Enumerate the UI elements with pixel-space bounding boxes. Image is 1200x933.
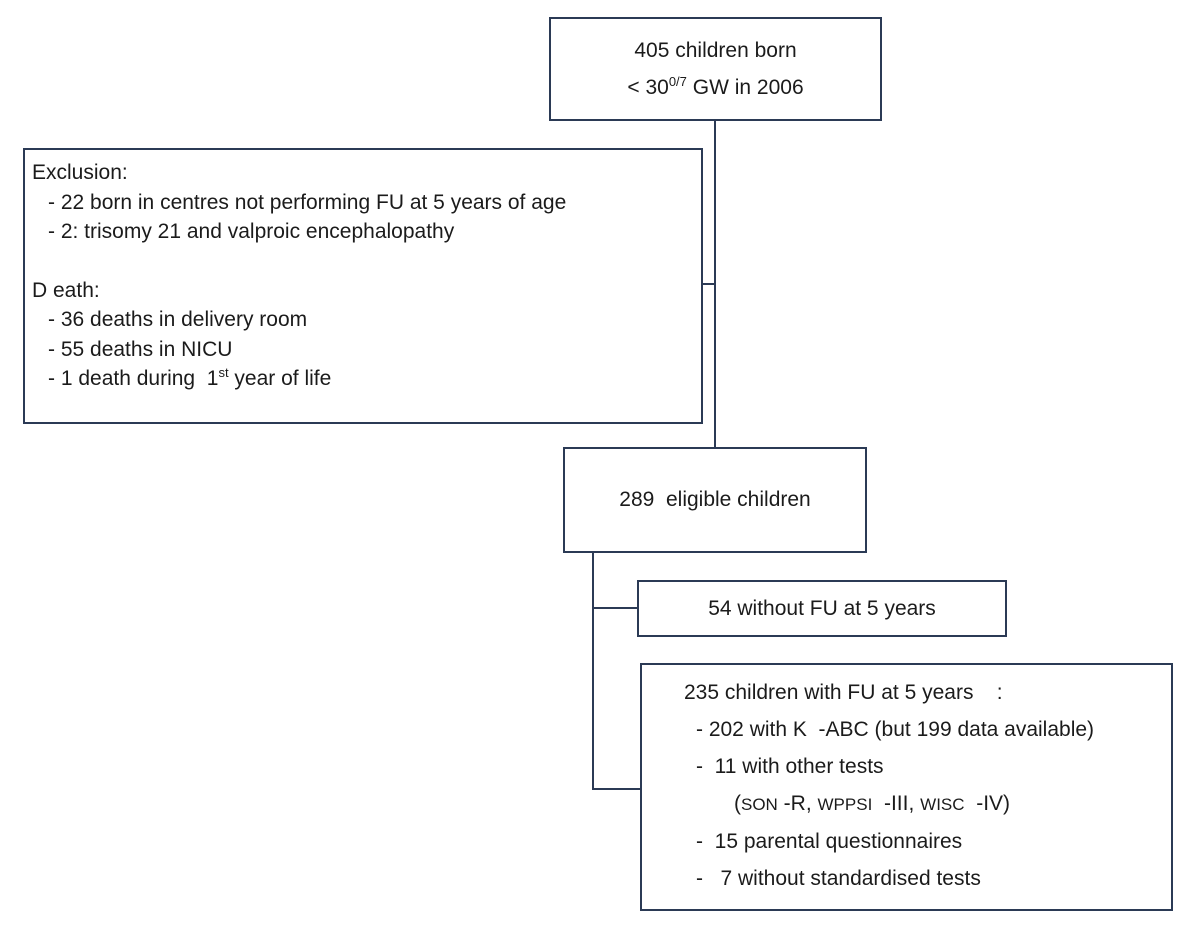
connector-without-fu-stub bbox=[594, 607, 638, 609]
born-line2-prefix: < 30 bbox=[627, 76, 669, 99]
connector-with-fu-stub bbox=[594, 788, 641, 790]
without-fu-label: 54 without FU at 5 years bbox=[708, 596, 936, 620]
death-item-last: - 1 death during 1st year of life bbox=[48, 364, 691, 394]
death-item: - 55 deaths in NICU bbox=[48, 337, 233, 361]
death-last-prefix: - 1 death during 1 bbox=[48, 367, 219, 390]
with-fu-item-no-tests: - 7 without standardised tests bbox=[696, 867, 981, 890]
box-exclusion-death: Exclusion: - 22 born in centres not perf… bbox=[23, 148, 703, 424]
connector-exclusion-stub bbox=[702, 283, 715, 285]
with-fu-title: 235 children with FU at 5 years : bbox=[684, 681, 1003, 704]
tests-p1: ( bbox=[734, 792, 741, 815]
gw-superscript: 0/7 bbox=[668, 74, 687, 89]
tests-p2: -R, bbox=[777, 792, 818, 815]
death-heading: D eath: bbox=[32, 278, 100, 302]
box-with-fu: 235 children with FU at 5 years : - 202 … bbox=[640, 663, 1173, 911]
death-item: - 36 deaths in delivery room bbox=[48, 308, 308, 331]
death-last-suffix: year of life bbox=[228, 367, 332, 390]
tests-p3: -III, bbox=[872, 792, 921, 815]
box-eligible-children: 289 eligible children bbox=[563, 447, 867, 553]
first-superscript: st bbox=[218, 365, 229, 380]
with-fu-item-other-tests: - 11 with other tests bbox=[696, 755, 884, 778]
born-line2: < 300/7 GW in 2006 bbox=[627, 69, 803, 106]
spacer bbox=[32, 247, 691, 276]
with-fu-item-kabc: - 202 with K -ABC (but 199 data availabl… bbox=[696, 718, 1095, 741]
box-children-born: 405 children born < 300/7 GW in 2006 bbox=[549, 17, 882, 121]
box-without-fu: 54 without FU at 5 years bbox=[637, 580, 1007, 637]
born-line1: 405 children born bbox=[634, 39, 797, 62]
with-fu-item-parental: - 15 parental questionnaires bbox=[696, 830, 963, 853]
tests-son: SON bbox=[741, 795, 778, 814]
connector-eligible-branch bbox=[592, 553, 594, 790]
tests-p4: -IV) bbox=[964, 792, 1011, 815]
exclusion-item: - 22 born in centres not performing FU a… bbox=[48, 190, 567, 214]
exclusion-item: - 2: trisomy 21 and valproic encephalopa… bbox=[48, 220, 455, 243]
connector-born-to-eligible bbox=[714, 121, 716, 447]
with-fu-tests-detail: (SON -R, WPPSI -III, WISC -IV) bbox=[734, 785, 1165, 823]
born-line2-suffix: GW in 2006 bbox=[686, 76, 804, 99]
tests-wisc: WISC bbox=[920, 795, 965, 814]
eligible-label: 289 eligible children bbox=[619, 488, 811, 511]
exclusion-heading: Exclusion: bbox=[32, 161, 128, 184]
tests-wppsi: WPPSI bbox=[817, 795, 873, 814]
